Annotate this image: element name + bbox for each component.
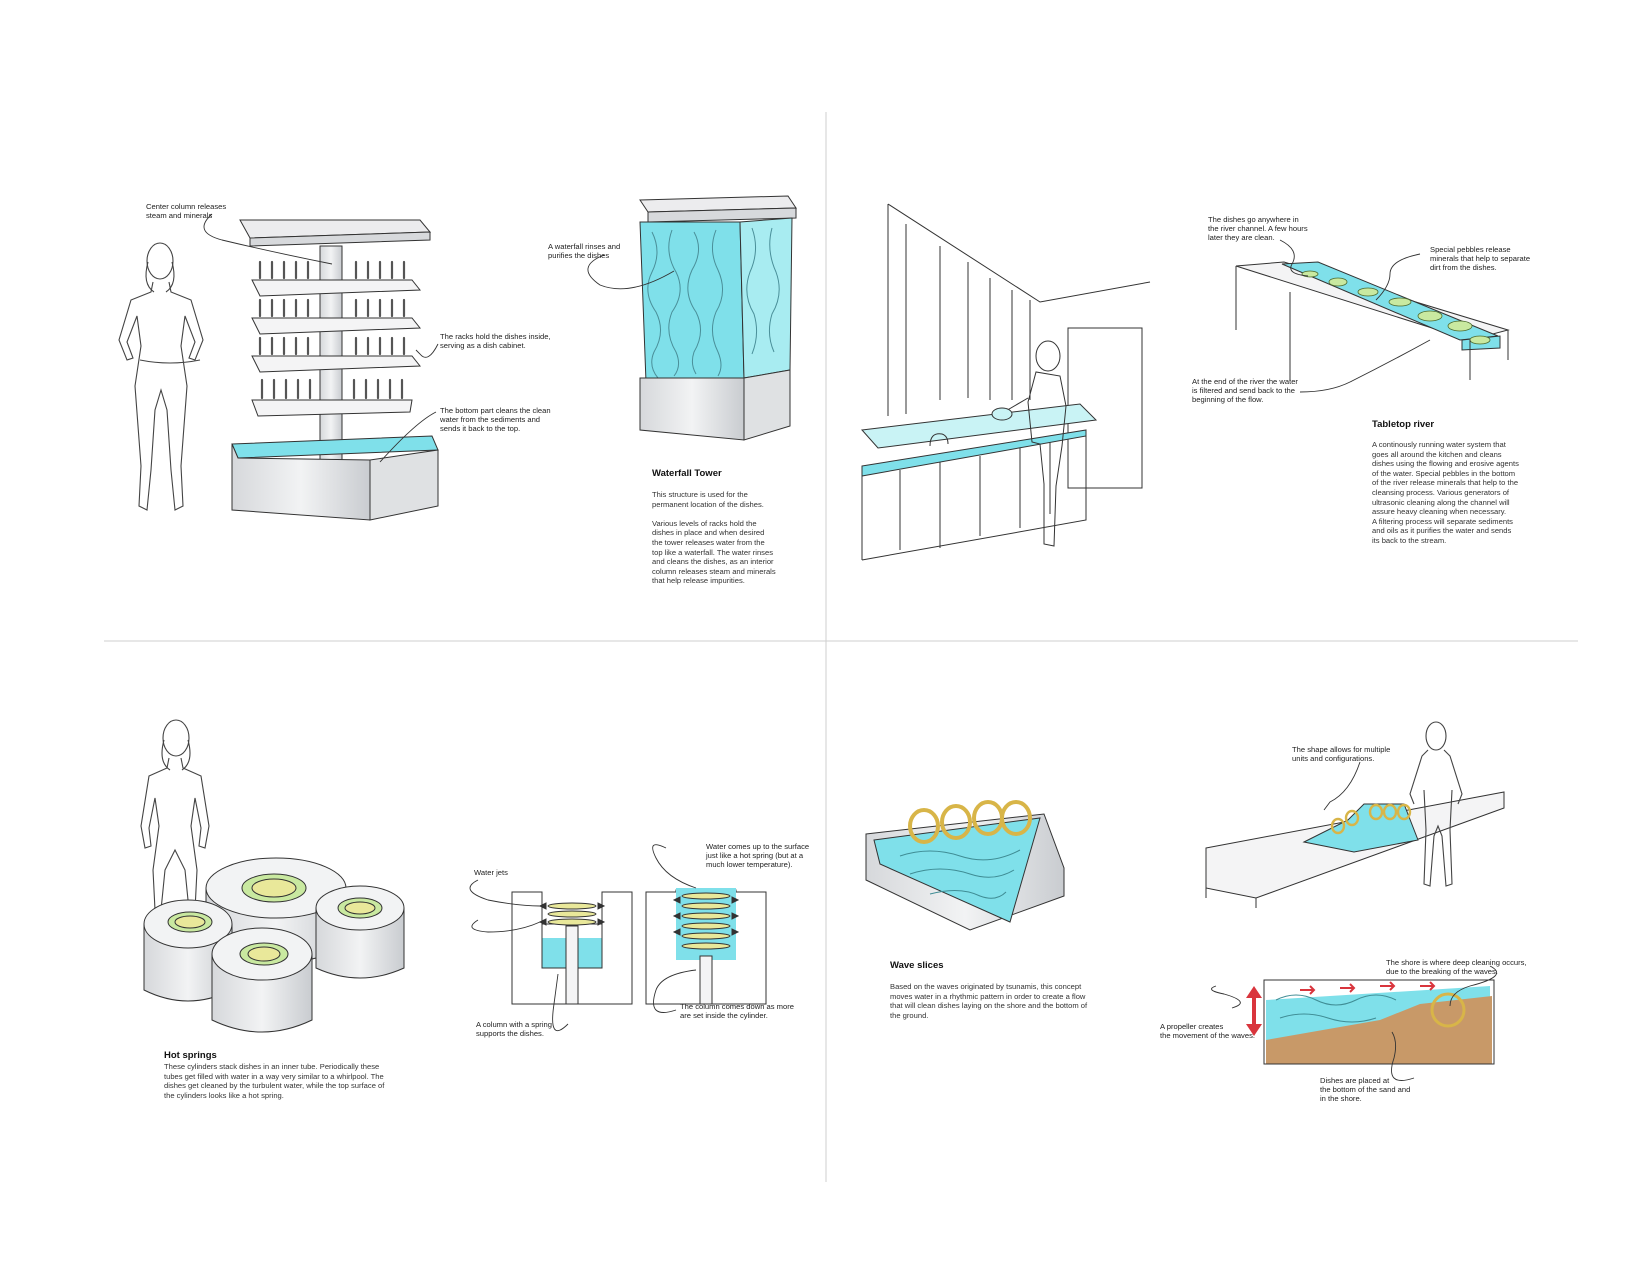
note-water-jets: Water jets [474,868,508,877]
note-dishes-placed: Dishes are placed at the bottom of the s… [1320,1076,1411,1103]
note-pebbles: Special pebbles release minerals that he… [1430,245,1531,272]
note-water-comes-up: Water comes up to the surface just like … [706,842,810,869]
hot-springs-title: Hot springs [164,1050,217,1061]
note-waterfall: A waterfall rinses and purifies the dish… [548,242,621,260]
wave-slices-title: Wave slices [890,960,944,971]
hot-springs-cylinders [143,857,405,1033]
spring-cross-section-2 [645,888,767,1005]
waterfall-tower [639,195,797,441]
wave-slice-unit [865,800,1065,931]
rack-tower [231,219,439,521]
note-column-down: The column comes down as more are set in… [680,1002,794,1020]
wave-cross-section [1246,979,1495,1065]
woman-figure-q3 [140,719,210,911]
note-bottom-part: The bottom part cleans the clean water f… [440,406,551,433]
note-column-spring: A column with a spring supports the dish… [476,1020,552,1038]
hot-springs-description: These cylinders stack dishes in an inner… [164,1062,385,1100]
leader-lines-q3 [469,844,697,1032]
spring-cross-section-1 [511,891,633,1005]
waterfall-tower-title: Waterfall Tower [652,468,722,479]
leader-lines-q1 [203,213,675,463]
tabletop-river-title: Tabletop river [1372,419,1435,430]
tabletop-river-description: A continously running water system that … [1372,440,1519,545]
note-end-of-river: At the end of the river the water is fil… [1192,377,1298,404]
river-table [1235,261,1510,380]
propeller-arrow [1246,986,1262,1036]
note-shore: The shore is where deep cleaning occurs,… [1386,958,1527,976]
waterfall-tower-description: This structure is used for the permanent… [652,490,776,586]
note-propeller: A propeller creates the movement of the … [1160,1022,1255,1040]
note-dishes-go: The dishes go anywhere in the river chan… [1208,215,1308,242]
wave-slices-description: Based on the waves originated by tsunami… [890,982,1088,1020]
note-racks: The racks hold the dishes inside, servin… [440,332,551,350]
wave-slice-table [1205,721,1505,908]
woman-figure-q1 [118,242,204,511]
quadrant-dividers [104,112,1578,1182]
kitchen-scene [860,203,1151,561]
note-shape: The shape allows for multiple units and … [1292,745,1391,763]
note-center-column: Center column releases steam and mineral… [146,202,227,220]
leader-lines-q4 [1211,761,1498,1081]
leader-lines-q2 [1279,239,1431,393]
